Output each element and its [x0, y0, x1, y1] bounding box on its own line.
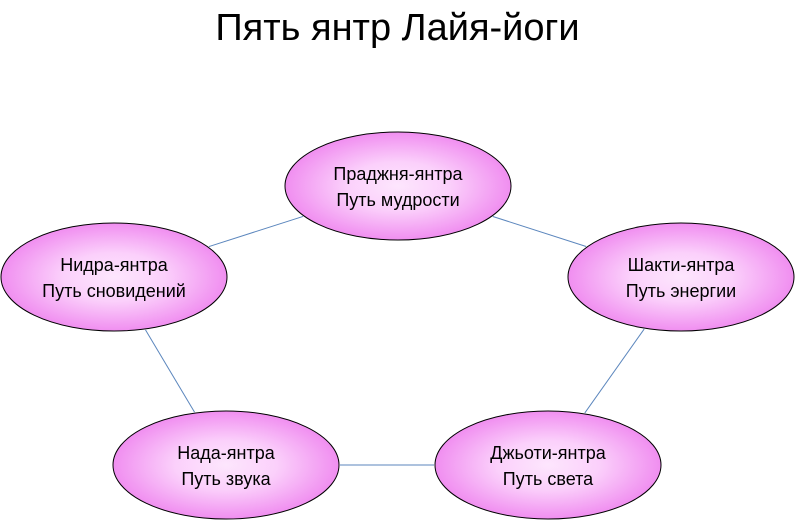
node-name: Шакти-янтра [628, 255, 736, 275]
node-ellipse [434, 410, 662, 520]
node-ellipse [112, 410, 340, 520]
edge-shakti-dzhyoti [584, 328, 645, 414]
edges-layer [145, 215, 645, 466]
node-ellipse [567, 222, 795, 332]
node-name: Нада-янтра [177, 443, 275, 463]
edge-nada-nidra [145, 329, 195, 413]
node-path: Путь света [503, 469, 594, 489]
node-path: Путь мудрости [336, 190, 459, 210]
edge-nidra-pradzhnya [208, 215, 304, 248]
node-name: Праджня-янтра [333, 164, 463, 184]
node-path: Путь звука [181, 469, 271, 489]
edge-pradzhnya-shakti [492, 216, 587, 247]
node-name: Нидра-янтра [60, 255, 169, 275]
node-path: Путь энергии [626, 281, 736, 301]
node-path: Путь сновидений [42, 281, 186, 301]
node-name: Джьоти-янтра [490, 443, 606, 463]
diagram-title: Пять янтр Лайя-йоги [215, 7, 580, 49]
node-ellipse [0, 222, 228, 332]
node-ellipse [284, 131, 512, 241]
